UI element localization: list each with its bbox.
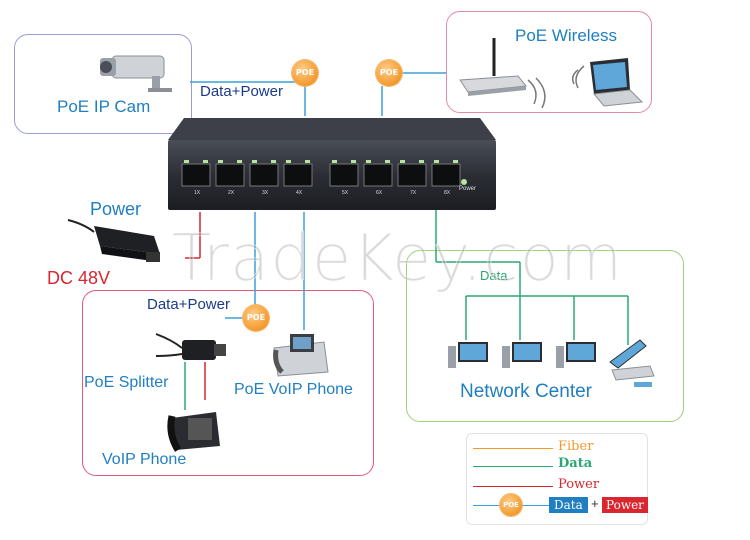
network-computers-icon	[448, 339, 655, 387]
port-label-8: 8X	[444, 190, 451, 196]
poe-voip-phone-icon	[273, 334, 329, 377]
legend-poe-badge: POE	[500, 494, 522, 516]
legend-power-label: Power	[558, 477, 600, 492]
poe-badge-camera: POE	[292, 60, 318, 86]
legend-data-box: Data	[549, 497, 588, 513]
port-label-6: 6X	[376, 190, 383, 196]
port-label-1: 1X	[194, 190, 201, 196]
poe-badge-splitter: POE	[243, 305, 269, 331]
power-adapter-icon	[67, 219, 160, 262]
data-power-bottom-label: Data+Power	[147, 296, 230, 313]
legend-power-line	[473, 486, 553, 487]
wifi-signal-icon	[527, 77, 546, 109]
legend-fiber-line	[473, 448, 553, 449]
poe-badge-wireless: POE	[376, 60, 402, 86]
port-label-3: 3X	[262, 190, 269, 196]
legend-data-label: Data	[558, 456, 593, 471]
voip-phone-label: VoIP Phone	[102, 451, 187, 468]
network-center-label: Network Center	[460, 381, 592, 402]
legend-plus: +	[591, 496, 599, 511]
poe-switch	[168, 118, 496, 210]
poe-ip-camera-label: PoE IP Cam	[57, 97, 151, 116]
legend-fiber-label: Fiber	[558, 439, 594, 454]
ip-camera-icon	[100, 55, 172, 92]
computer-icon	[448, 342, 488, 368]
port-label-2: 2X	[228, 190, 235, 196]
camera-panel	[14, 34, 192, 134]
power-label: Power	[90, 199, 142, 219]
wireless-panel	[446, 11, 652, 113]
legend-data-line	[473, 466, 553, 467]
wifi-signal-laptop-icon	[571, 65, 585, 89]
poe-splitter-label: PoE Splitter	[84, 374, 169, 391]
watermark: TradeKey.com	[171, 222, 624, 297]
wireless-router-icon	[459, 38, 527, 96]
poe-splitter-icon	[155, 333, 226, 360]
port-label-4: 4X	[296, 190, 303, 196]
port-label-5: 5X	[342, 190, 349, 196]
network-center-panel	[406, 250, 684, 422]
data-power-top-label: Data+Power	[200, 83, 283, 100]
data-line-label: Data	[480, 268, 508, 283]
bottom-devices-panel	[82, 290, 374, 476]
poe-wireless-label: PoE Wireless	[515, 26, 618, 45]
voip-phone-icon	[167, 412, 220, 452]
laptop-icon	[590, 58, 644, 107]
poe-voip-phone-label: PoE VoIP Phone	[234, 381, 353, 398]
dc-48v-label: DC 48V	[47, 268, 111, 288]
switch-power-label: Power	[459, 186, 477, 192]
port-label-7: 7X	[410, 190, 417, 196]
legend-power-box: Power	[602, 497, 648, 513]
